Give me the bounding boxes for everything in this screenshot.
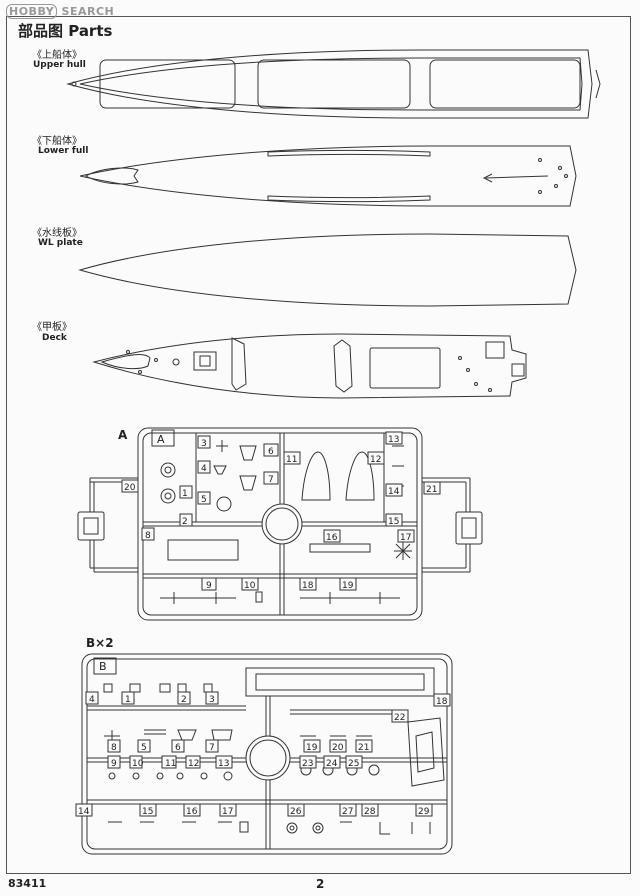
sprue-b-num-25: 25 xyxy=(348,759,359,769)
lower-hull-label-en: Lower full xyxy=(38,146,89,156)
sprue-a-num-5: 5 xyxy=(201,495,207,505)
sprue-b-num-6: 6 xyxy=(175,743,181,753)
sprue-b-part-numbers: 1 2 3 4 5 6 7 8 9 10 11 12 13 14 15 16 1… xyxy=(75,660,451,817)
sprue-a-num-15: 15 xyxy=(388,517,399,527)
page-number: 2 xyxy=(316,877,325,891)
wl-plate-label-en: WL plate xyxy=(38,238,83,248)
sprue-b-num-19: 19 xyxy=(306,743,318,753)
sprue-a-num-7: 7 xyxy=(268,475,274,485)
upper-hull-drawing xyxy=(66,49,601,119)
sprue-b-num-12: 12 xyxy=(188,759,199,769)
deck-drawing xyxy=(92,333,527,399)
sprue-b-num-14: 14 xyxy=(78,807,90,817)
sprue-a-num-13: 13 xyxy=(388,435,399,445)
sprue-b-num-9: 9 xyxy=(111,759,117,769)
sprue-b-drawing xyxy=(81,653,453,855)
sprue-a-num-18: 18 xyxy=(302,581,314,591)
sprue-b-num-5: 5 xyxy=(141,743,147,753)
deck-label-cn: 《甲板》 xyxy=(32,322,72,333)
sprue-a-num-14: 14 xyxy=(388,487,400,497)
lower-hull-label-cn: 《下船体》 xyxy=(32,136,82,147)
sprue-a-num-17: 17 xyxy=(400,533,411,543)
sprue-b-tab: B xyxy=(99,660,107,673)
sprue-a-num-4: 4 xyxy=(201,464,207,474)
sprue-a-tab: A xyxy=(157,433,165,446)
sprue-b-num-2: 2 xyxy=(181,695,187,705)
sprue-b-num-8: 8 xyxy=(111,743,117,753)
sprue-a-drawing xyxy=(77,427,483,621)
product-code: 83411 xyxy=(8,877,47,890)
upper-hull-label-en: Upper hull xyxy=(33,60,86,70)
sprue-b-num-18: 18 xyxy=(436,697,448,707)
upper-hull-label-cn: 《上船体》 xyxy=(32,50,82,61)
sprue-a-num-6: 6 xyxy=(268,447,274,457)
sprue-a-num-1: 1 xyxy=(182,489,188,499)
wl-plate-drawing xyxy=(78,233,577,307)
sprue-a-num-16: 16 xyxy=(326,533,338,543)
sprue-b-num-17: 17 xyxy=(222,807,233,817)
page-title: 部品图 Parts xyxy=(18,22,113,40)
sprue-b-num-23: 23 xyxy=(302,759,313,769)
watermark-logo: HOBBY xyxy=(6,4,58,19)
wl-plate-label-cn: 《水线板》 xyxy=(32,228,82,239)
deck-label-en: Deck xyxy=(42,333,67,343)
sprue-a-num-9: 9 xyxy=(206,581,212,591)
sprue-b-num-3: 3 xyxy=(209,695,215,705)
sprue-a-num-10: 10 xyxy=(244,581,256,591)
sprue-b-num-26: 26 xyxy=(290,807,302,817)
sprue-b-num-13: 13 xyxy=(218,759,229,769)
sprue-b-num-1: 1 xyxy=(125,695,131,705)
lower-hull-drawing xyxy=(79,145,577,207)
sprue-b-num-11: 11 xyxy=(165,759,176,769)
sprue-b-num-29: 29 xyxy=(418,807,430,817)
sprue-a-num-12: 12 xyxy=(370,455,381,465)
sprue-a-num-3: 3 xyxy=(201,439,207,449)
sprue-b-letter: B×2 xyxy=(86,636,114,650)
watermark-text: SEARCH xyxy=(61,5,115,18)
sprue-b-num-7: 7 xyxy=(209,743,215,753)
sprue-b-num-20: 20 xyxy=(332,743,344,753)
sprue-a-num-20: 20 xyxy=(124,483,136,493)
sprue-b-num-24: 24 xyxy=(326,759,338,769)
sprue-b-num-28: 28 xyxy=(364,807,376,817)
sprue-a-letter: A xyxy=(118,428,128,442)
sprue-a-part-numbers: 1 2 3 4 5 6 7 8 9 10 11 12 13 14 15 16 1… xyxy=(121,431,441,591)
watermark: HOBBY SEARCH xyxy=(6,4,114,19)
sprue-b-num-15: 15 xyxy=(142,807,153,817)
sprue-b-num-21: 21 xyxy=(358,743,369,753)
sprue-a-num-11: 11 xyxy=(286,455,297,465)
sprue-b-num-10: 10 xyxy=(132,759,144,769)
sprue-a-num-19: 19 xyxy=(342,581,354,591)
sprue-a-num-2: 2 xyxy=(182,517,188,527)
sprue-b-num-27: 27 xyxy=(342,807,353,817)
sprue-a-num-21: 21 xyxy=(426,485,437,495)
page-frame xyxy=(6,16,631,874)
sprue-a-num-8: 8 xyxy=(145,531,151,541)
sprue-b-num-22: 22 xyxy=(394,713,405,723)
sprue-b-num-16: 16 xyxy=(186,807,198,817)
sprue-b-num-4: 4 xyxy=(89,695,95,705)
